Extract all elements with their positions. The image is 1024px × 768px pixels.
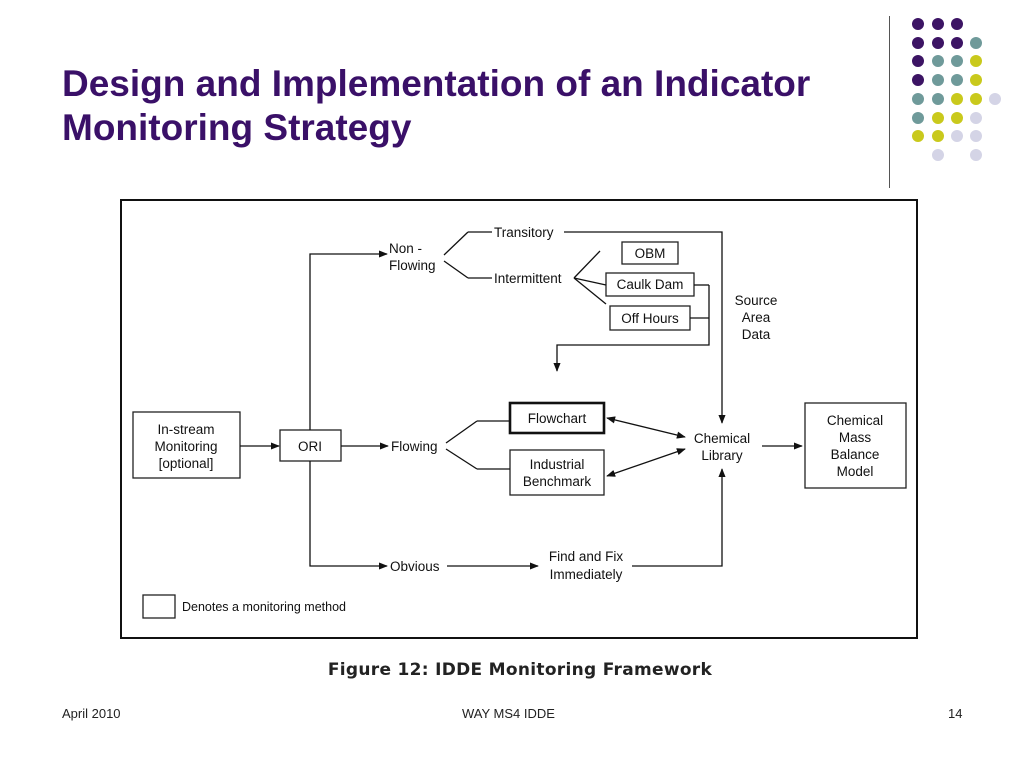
dot [912, 37, 924, 49]
flowing-label: Flowing [391, 439, 438, 454]
find-fix-label-1: Find and Fix [549, 549, 624, 564]
dot [951, 37, 963, 49]
idde-framework-diagram: In-stream Monitoring [optional] ORI Non … [132, 225, 907, 619]
dot [970, 112, 982, 124]
nonflowing-label-1: Non - [389, 241, 422, 256]
connector [573, 250, 601, 279]
dot [951, 130, 963, 142]
dot [912, 112, 924, 124]
nonflowing-label-2: Flowing [389, 258, 436, 273]
connector [445, 420, 478, 444]
dot [951, 18, 963, 30]
instream-label-3: [optional] [159, 456, 214, 471]
dot [970, 130, 982, 142]
find-fix-label-2: Immediately [550, 567, 623, 582]
connector [553, 285, 710, 372]
intermittent-label: Intermittent [494, 271, 562, 286]
connector [309, 250, 388, 430]
obvious-label: Obvious [390, 559, 440, 574]
dot [932, 149, 944, 161]
dot [970, 55, 982, 67]
dot [932, 74, 944, 86]
dot [932, 112, 944, 124]
flowchart-box [508, 401, 606, 435]
dot [951, 112, 963, 124]
flowchart-label: Flowchart [528, 411, 587, 426]
dot [912, 55, 924, 67]
instream-label-2: Monitoring [154, 439, 217, 454]
instream-monitoring-box [132, 411, 241, 479]
connector [632, 468, 726, 567]
dot [970, 93, 982, 105]
source-area-label-1: Source [735, 293, 778, 308]
mass-balance-box [804, 402, 907, 489]
chem-library-label-1: Chemical [694, 431, 750, 446]
industrial-benchmark-box [509, 449, 605, 496]
mass-balance-label-4: Model [837, 464, 874, 479]
dot [932, 55, 944, 67]
mass-balance-label-1: Chemical [827, 413, 883, 428]
connector [564, 231, 726, 424]
connector [443, 231, 469, 256]
vertical-divider [889, 16, 890, 188]
obm-label: OBM [635, 246, 666, 261]
dot [970, 74, 982, 86]
bidirectional-arrow [606, 416, 686, 439]
dot [932, 93, 944, 105]
dot [970, 149, 982, 161]
industrial-label-2: Benchmark [523, 474, 592, 489]
decorative-dot-grid [912, 18, 1001, 161]
bidirectional-arrow [606, 448, 686, 477]
transitory-label: Transitory [494, 225, 554, 240]
connector [309, 461, 388, 570]
dot [989, 93, 1001, 105]
connector [445, 448, 478, 470]
legend-label: Denotes a monitoring method [182, 600, 346, 614]
footer-date: April 2010 [62, 706, 121, 721]
source-area-label-3: Data [742, 327, 771, 342]
connector [443, 260, 469, 279]
slide-title: Design and Implementation of an Indicato… [62, 62, 882, 150]
dot [951, 55, 963, 67]
mass-balance-label-2: Mass [839, 430, 872, 445]
title-line-2: Monitoring Strategy [62, 107, 412, 148]
dot [932, 130, 944, 142]
ori-label: ORI [298, 439, 322, 454]
dot [912, 74, 924, 86]
dot [951, 74, 963, 86]
dot [932, 18, 944, 30]
dot [912, 93, 924, 105]
industrial-label-1: Industrial [530, 457, 585, 472]
figure-caption: Figure 12: IDDE Monitoring Framework [327, 660, 713, 680]
connector [573, 277, 607, 286]
caulk-dam-label: Caulk Dam [617, 277, 684, 292]
page-number: 14 [948, 706, 963, 721]
dot [912, 18, 924, 30]
off-hours-box [609, 305, 691, 331]
off-hours-label: Off Hours [621, 311, 679, 326]
instream-label-1: In-stream [157, 422, 214, 437]
footer-title: WAY MS4 IDDE [462, 706, 555, 721]
connector [573, 277, 607, 305]
obm-box [621, 241, 679, 265]
legend-box [142, 594, 176, 619]
title-line-1: Design and Implementation of an Indicato… [62, 63, 811, 104]
mass-balance-label-3: Balance [831, 447, 880, 462]
source-area-label-2: Area [742, 310, 771, 325]
dot [932, 37, 944, 49]
chem-library-label-2: Library [701, 448, 743, 463]
dot [912, 130, 924, 142]
dot [970, 37, 982, 49]
dot [951, 93, 963, 105]
